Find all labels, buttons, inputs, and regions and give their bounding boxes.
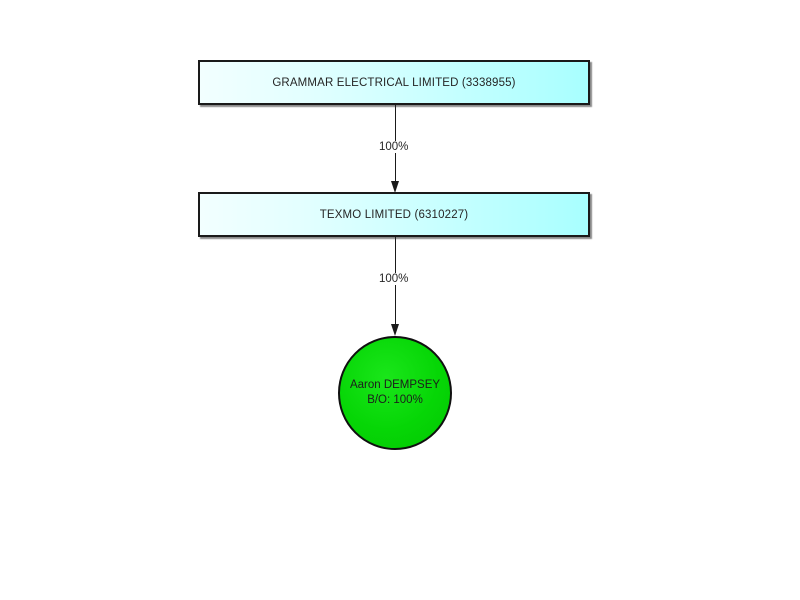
connector-texmo-to-aaron-dempsey: 100% xyxy=(378,237,410,338)
arrowhead-icon xyxy=(391,181,399,193)
person-node-aaron-dempsey[interactable]: Aaron DEMPSEY B/O: 100% xyxy=(338,336,452,450)
person-name-label: Aaron DEMPSEY xyxy=(349,379,441,391)
person-stake-label: B/O: 100% xyxy=(367,394,423,406)
entity-node-grammar-electrical[interactable]: GRAMMAR ELECTRICAL LIMITED (3338955) xyxy=(198,60,590,105)
connector-label-ownership-percent: 100% xyxy=(378,273,410,285)
connector-label-ownership-percent: 100% xyxy=(378,141,410,153)
entity-node-texmo[interactable]: TEXMO LIMITED (6310227) xyxy=(198,192,590,237)
arrowhead-icon xyxy=(391,324,399,336)
entity-label: GRAMMAR ELECTRICAL LIMITED (3338955) xyxy=(272,76,516,89)
entity-label: TEXMO LIMITED (6310227) xyxy=(319,208,469,221)
connector-grammar-to-texmo: 100% xyxy=(378,105,410,193)
